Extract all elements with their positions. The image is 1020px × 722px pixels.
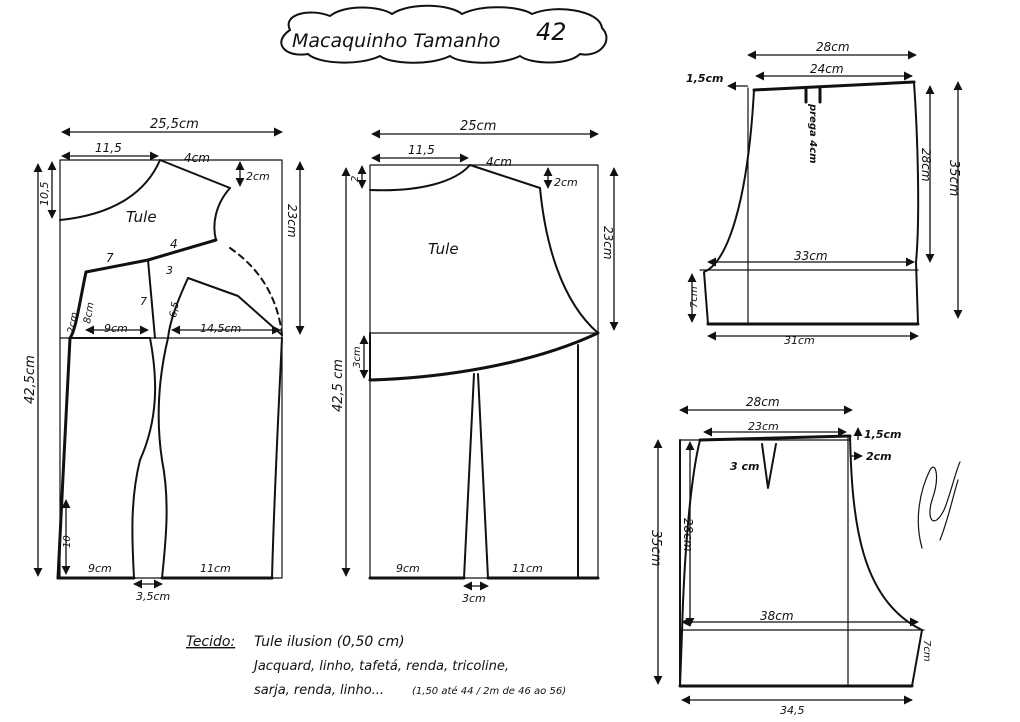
short-back-width-waist: 23cm: [748, 420, 779, 433]
front-shoulder: 4cm: [184, 151, 210, 165]
front-dart-right-len: 6,5: [168, 301, 182, 319]
back-pattern-piece: 25cm 11,5 4cm 2 2cm 23cm Tule 3cm 42,5 c…: [331, 119, 619, 605]
back-gap: 3cm: [462, 592, 486, 605]
notes-line3-extra: (1,50 até 44 / 2m de 46 ao 56): [412, 685, 566, 697]
front-width-top: 25,5cm: [150, 117, 199, 132]
back-shoulder: 4cm: [486, 155, 512, 169]
title-text: Macaquinho Tamanho: [292, 30, 500, 52]
front-neck-depth: 10,5: [38, 182, 51, 207]
short-front-piece: 28cm 24cm 1,5cm prega 4cm 28cm 35cm 33cm…: [686, 40, 963, 347]
short-back-side-length: 28cm: [681, 518, 695, 552]
short-back-piece: 28cm 23cm 1,5cm 2cm 3 cm 28cm 35cm 38cm …: [648, 395, 932, 717]
front-dart-4: 4: [170, 237, 178, 251]
back-shoulder-drop: 2cm: [554, 176, 578, 189]
short-back-hem-height: 7cm: [921, 640, 932, 662]
front-dart-3: 3: [166, 264, 173, 277]
front-hem-left: 9cm: [88, 562, 112, 575]
front-side-8cm: 8cm: [82, 301, 97, 324]
back-hem-left: 9cm: [396, 562, 420, 575]
fabric-notes: Tecido: Tule ilusion (0,50 cm) Jacquard,…: [186, 634, 566, 698]
notes-line3: sarja, renda, linho...: [254, 683, 384, 698]
front-gap: 3,5cm: [136, 590, 170, 603]
short-front-hem-height: 7cm: [689, 286, 700, 308]
short-front-pleat: prega 4cm: [807, 103, 818, 164]
back-hem-right: 11cm: [512, 562, 543, 575]
back-waist-drop: 3cm: [352, 346, 363, 368]
back-armhole-depth: 23cm: [601, 226, 615, 260]
front-shoulder-in: 11,5: [95, 141, 122, 155]
short-back-side-raise: 1,5cm: [864, 428, 901, 441]
front-fabric-label: Tule: [126, 208, 157, 226]
back-neck-depth: 2: [350, 176, 361, 182]
notes-label: Tecido:: [186, 634, 235, 650]
short-back-total-length: 35cm: [648, 530, 663, 566]
back-total-length: 42,5 cm: [331, 359, 346, 412]
title-cloud: Macaquinho Tamanho 42: [280, 4, 608, 64]
signature: [917, 461, 961, 549]
front-dart-7: 7: [106, 251, 114, 265]
front-dart-left-len: 7: [140, 295, 147, 308]
back-shoulder-in: 11,5: [408, 143, 435, 157]
front-hem-right: 11cm: [200, 562, 231, 575]
front-hem-left-height: 10: [62, 535, 73, 548]
short-back-side-out: 2cm: [866, 450, 892, 463]
short-front-crotch-width: 33cm: [794, 249, 828, 263]
front-armhole-depth: 23cm: [285, 204, 299, 238]
short-front-total-length: 35cm: [946, 160, 961, 196]
title-size: 42: [536, 18, 567, 46]
short-front-side-raise: 1,5cm: [686, 72, 723, 85]
short-back-width-outer: 28cm: [746, 395, 780, 409]
short-front-hem-width: 31cm: [784, 334, 815, 347]
back-fabric-label: Tule: [428, 240, 459, 258]
short-back-dart: 3 cm: [730, 460, 759, 473]
front-waist-left: 9cm: [104, 322, 128, 335]
short-front-width-outer: 28cm: [816, 40, 850, 54]
back-width-top: 25cm: [460, 119, 496, 134]
notes-line2: Jacquard, linho, tafetá, renda, tricolin…: [251, 659, 509, 674]
front-waist-right: 14,5cm: [200, 322, 241, 335]
notes-line1: Tule ilusion (0,50 cm): [254, 634, 405, 650]
short-front-width-waist: 24cm: [810, 62, 844, 76]
front-pattern-piece: 25,5cm 11,5 4cm 2cm 10,5 23cm Tule 7 4 3…: [23, 117, 305, 603]
front-shoulder-drop: 2cm: [246, 170, 270, 183]
front-total-length: 42,5cm: [23, 355, 38, 404]
short-back-hem-width: 34,5: [780, 704, 805, 717]
front-side-2cm: 2cm: [66, 311, 81, 334]
short-front-side-length: 28cm: [919, 148, 933, 182]
short-back-crotch-width: 38cm: [760, 609, 794, 623]
